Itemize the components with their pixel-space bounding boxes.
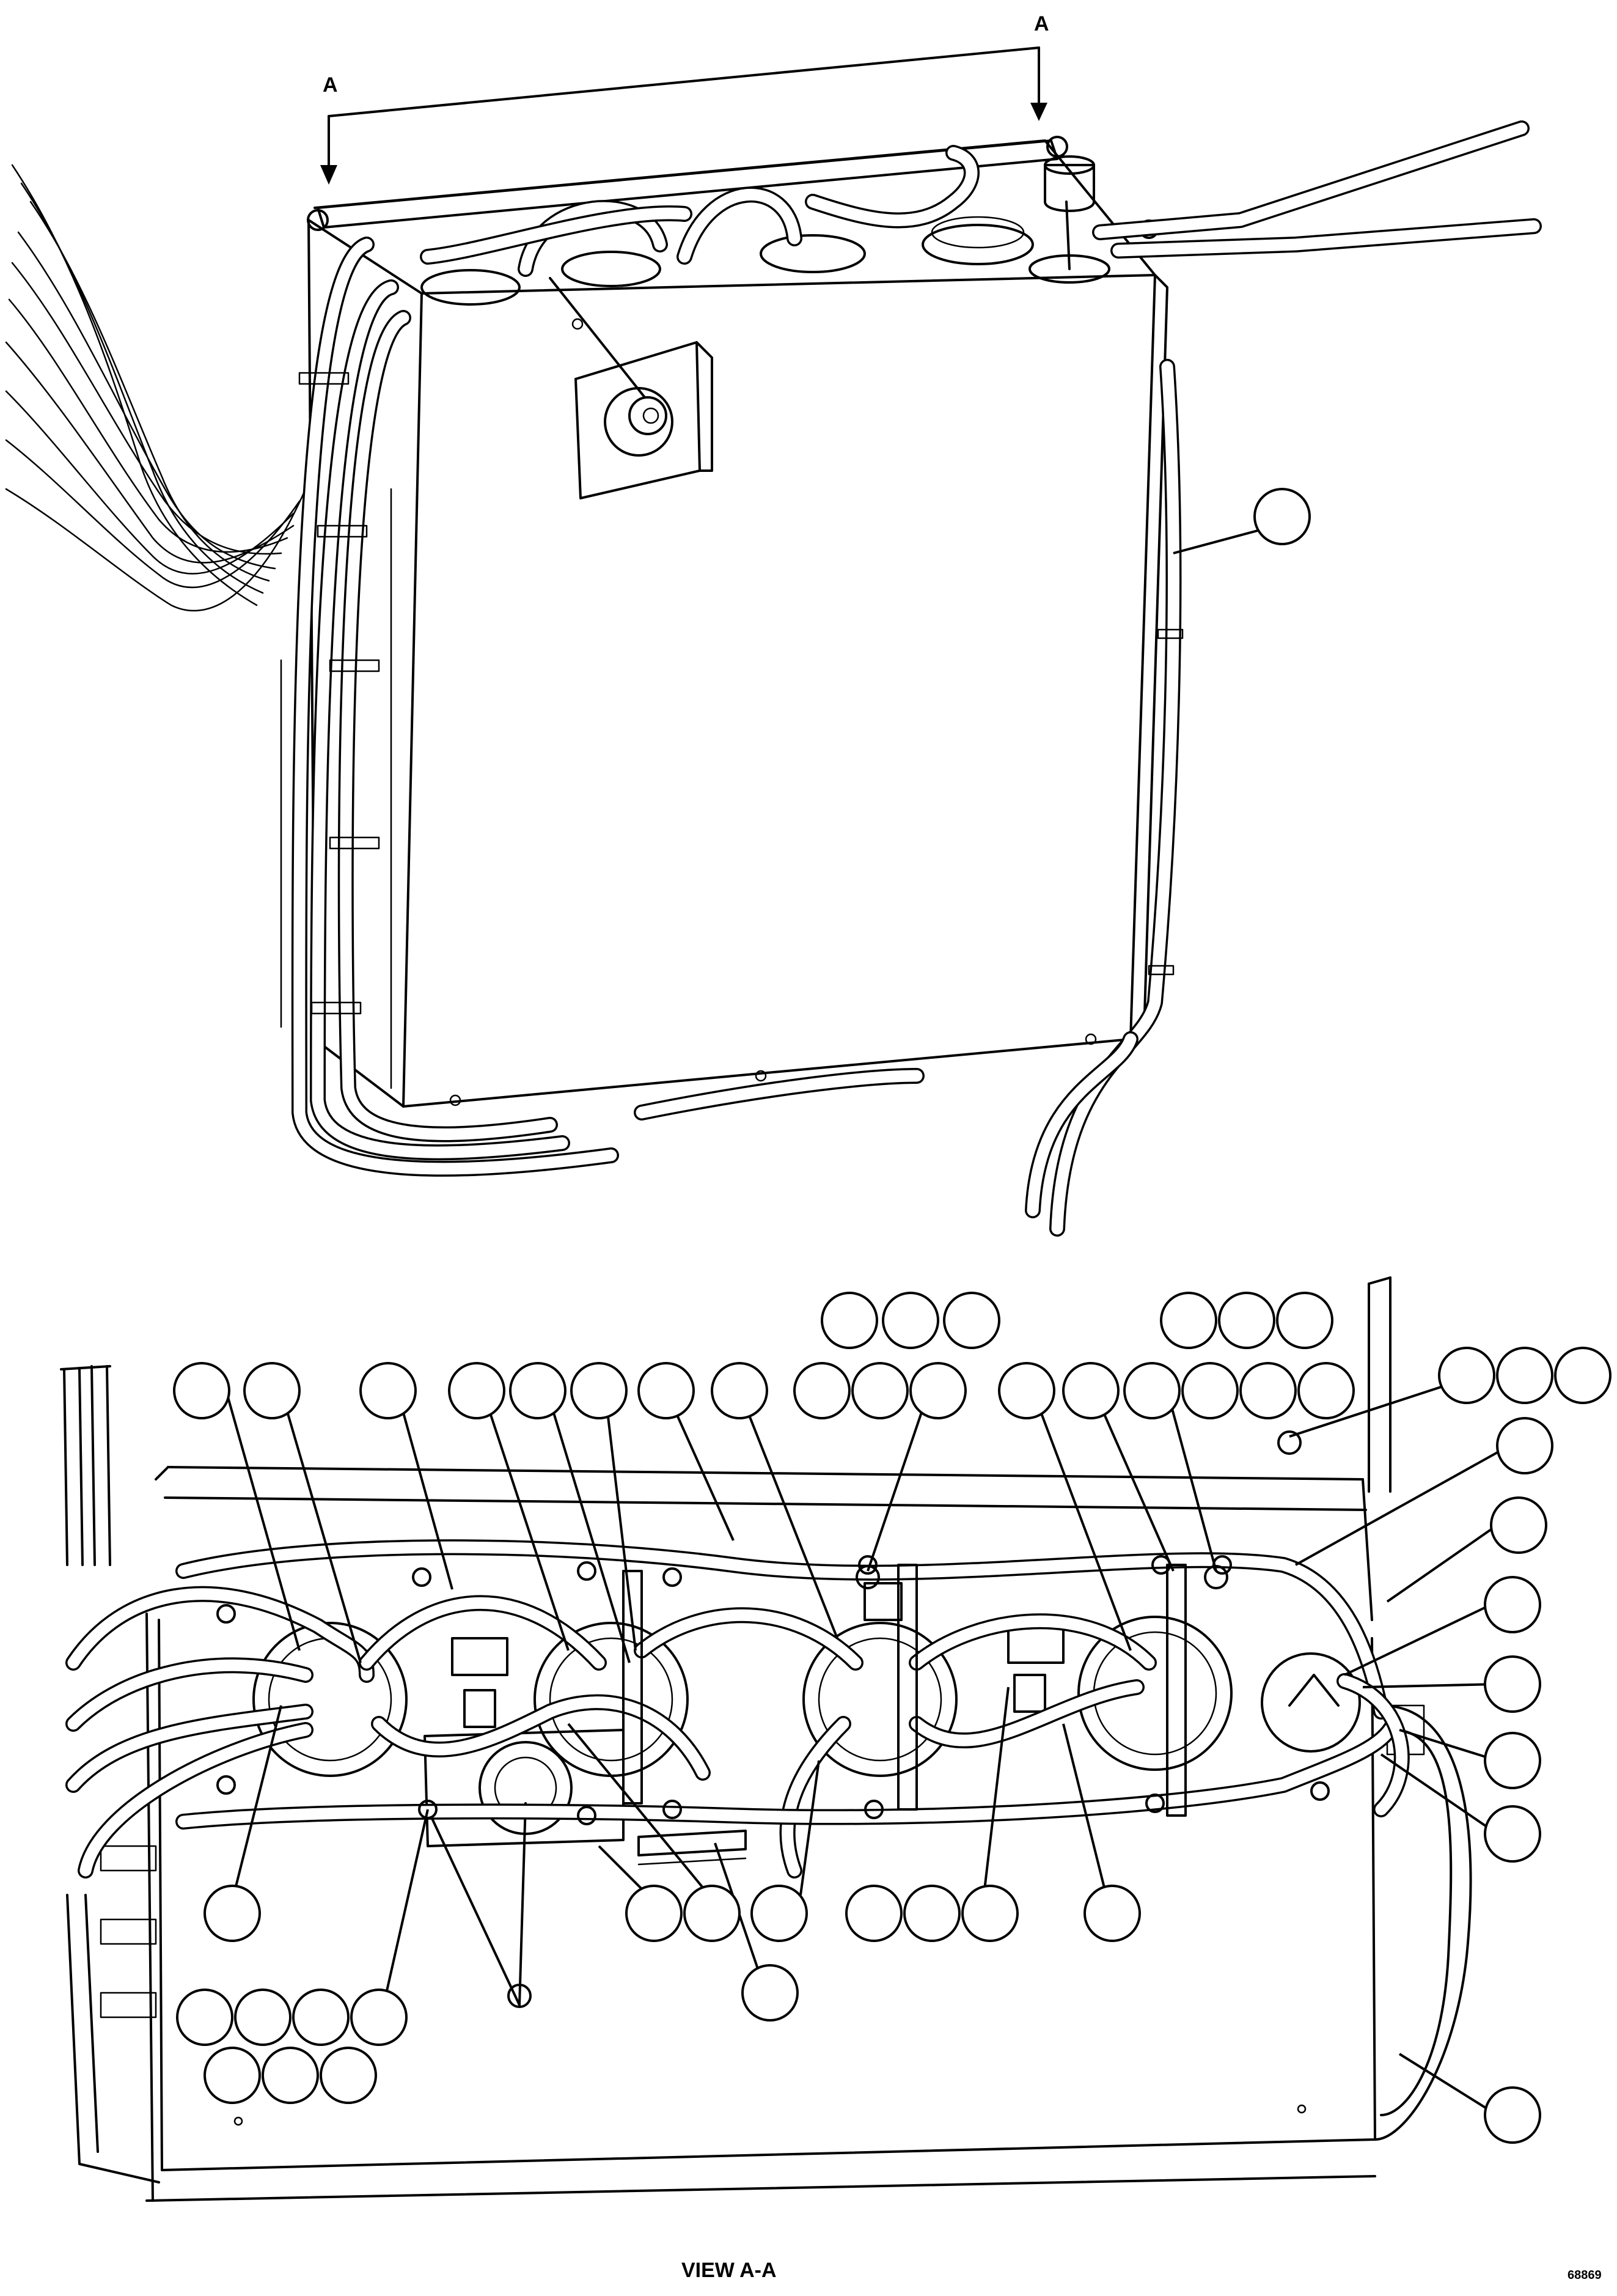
view-aa-leaders xyxy=(225,1383,1510,2116)
callout-circle xyxy=(243,1362,301,1419)
callout-circle xyxy=(750,1885,808,1942)
wiring-harness-left xyxy=(5,164,307,612)
callout-circle xyxy=(1484,1732,1541,1789)
callout-circle xyxy=(1181,1362,1239,1419)
callout-circle xyxy=(173,1362,230,1419)
callout-circle xyxy=(262,2047,319,2104)
callout-circle xyxy=(320,2047,377,2104)
view-aa-enclosure xyxy=(145,1466,1376,2202)
figure-code: 68869 xyxy=(1568,2268,1602,2282)
callout-circle xyxy=(637,1362,695,1419)
callout-circle xyxy=(359,1362,417,1419)
callout-circle xyxy=(1123,1362,1181,1419)
callout-circle xyxy=(998,1362,1055,1419)
view-aa-hoses xyxy=(65,1539,1410,1878)
callout-circle xyxy=(821,1292,878,1349)
callout-circle xyxy=(1484,1576,1541,1633)
electronics-enclosure xyxy=(280,136,1168,1108)
view-aa: VIEW A-A 68869 xyxy=(60,1276,1612,2282)
callout-circle xyxy=(1062,1362,1120,1419)
callout-top-1 xyxy=(1173,488,1311,554)
callout-circle xyxy=(961,1885,1019,1942)
callout-circle xyxy=(1084,1885,1141,1942)
section-marker-right: A xyxy=(1034,12,1049,35)
callout-circle xyxy=(1276,1292,1333,1349)
callout-circle xyxy=(903,1885,961,1942)
callout-circle xyxy=(1496,1417,1553,1474)
callout-circle xyxy=(204,1885,261,1942)
section-cut-line: A A xyxy=(320,12,1049,185)
front-connector xyxy=(549,277,713,499)
callout-circle xyxy=(741,1964,799,2022)
callout-circle xyxy=(1218,1292,1275,1349)
callout-circle xyxy=(509,1362,566,1419)
callout-circle xyxy=(176,1989,233,2046)
callout-circle xyxy=(1239,1362,1297,1419)
callout-circle xyxy=(1297,1362,1355,1419)
top-relays xyxy=(420,155,1110,306)
callout-circle xyxy=(204,2047,261,2104)
callout-circle xyxy=(234,1989,292,2046)
callout-circle xyxy=(1484,1655,1541,1713)
upper-isometric-view: A A xyxy=(5,12,1542,1237)
callout-circle xyxy=(851,1362,909,1419)
callout-circle xyxy=(909,1362,967,1419)
callout-circle xyxy=(1160,1292,1217,1349)
callout-circle xyxy=(1496,1347,1553,1404)
view-aa-fittings xyxy=(216,1430,1330,1825)
callout-circle xyxy=(1484,2086,1541,2144)
callout-circle xyxy=(711,1362,768,1419)
hose-clamps xyxy=(298,372,1184,1015)
callout-circle xyxy=(1484,1805,1541,1863)
top-hoses xyxy=(291,120,1542,1237)
callout-circle xyxy=(845,1885,903,1942)
callout-circle xyxy=(625,1885,683,1942)
view-aa-left-cables xyxy=(60,1365,160,2184)
callout-circle xyxy=(292,1989,350,2046)
section-marker-left: A xyxy=(323,73,338,97)
callout-circle xyxy=(1438,1347,1495,1404)
callout-circle xyxy=(943,1292,1000,1349)
callout-circle xyxy=(882,1292,939,1349)
callout-circle xyxy=(350,1989,408,2046)
view-title: VIEW A-A xyxy=(681,2259,777,2282)
callout-circle xyxy=(683,1885,741,1942)
callout-circle xyxy=(1490,1496,1547,1554)
view-aa-callouts xyxy=(173,1292,1612,2144)
callout-circle xyxy=(570,1362,628,1419)
callout-circle xyxy=(448,1362,505,1419)
callout-circle xyxy=(1554,1347,1612,1404)
callout-circle xyxy=(793,1362,851,1419)
